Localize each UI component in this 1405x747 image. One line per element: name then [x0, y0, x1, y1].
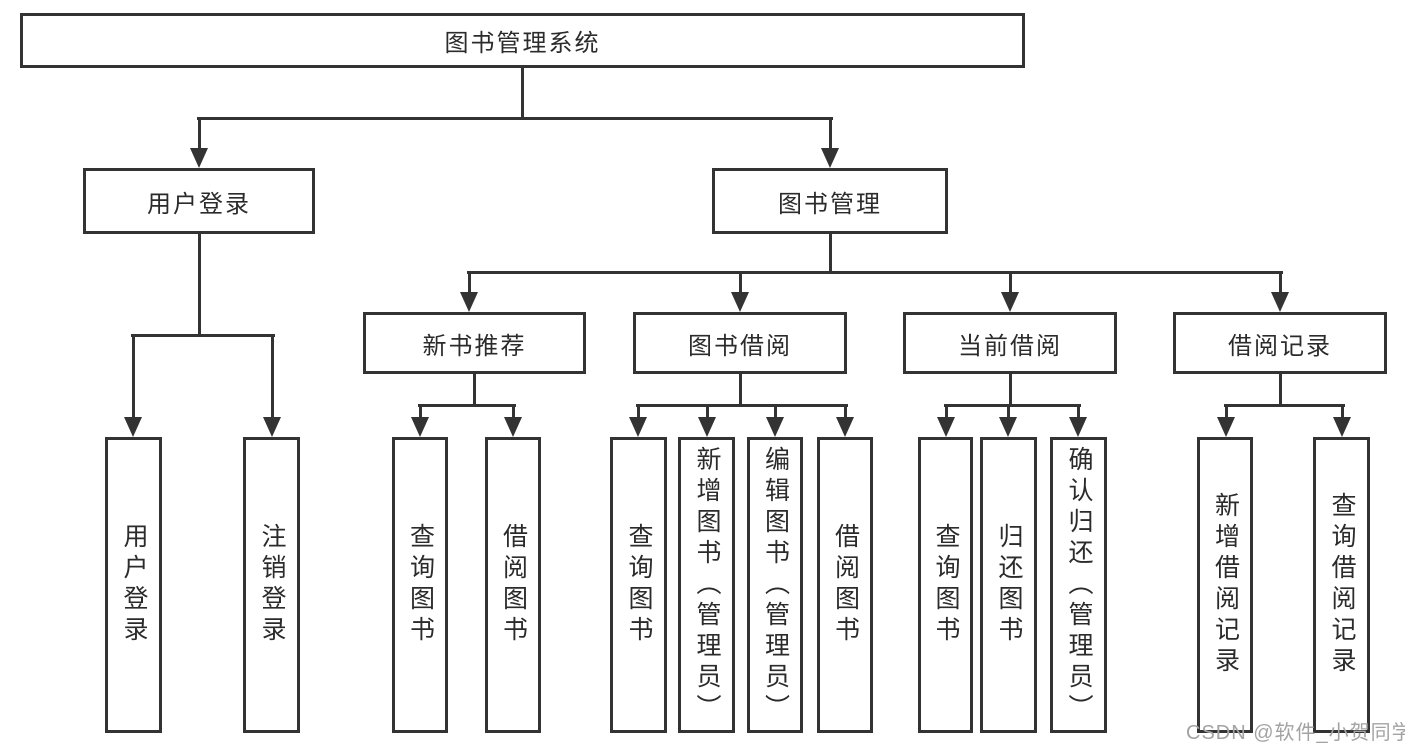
- arrow-shaft: [705, 405, 709, 419]
- arrow-shaft: [270, 335, 274, 419]
- node-borrow-records: 借阅记录: [1173, 312, 1387, 374]
- connector-vline: [738, 374, 742, 407]
- arrow-shaft: [1224, 405, 1228, 419]
- arrowhead-down-icon: [629, 417, 647, 437]
- leaf-borrow-book-label: 借阅图书: [831, 523, 860, 647]
- connector-hline: [1223, 403, 1345, 407]
- arrow-shaft: [418, 405, 422, 419]
- arrow-shaft: [1278, 272, 1282, 294]
- arrowhead-down-icon: [937, 417, 955, 437]
- leaf-add-book-admin: 新增图书（管理员）: [678, 437, 735, 733]
- arrow-shaft: [1008, 272, 1012, 294]
- connector-hline: [466, 270, 1283, 274]
- leaf-confirm-return-admin: 确认归还（管理员）: [1050, 437, 1107, 733]
- leaf-edit-book-admin-label: 编辑图书（管理员）: [761, 445, 790, 725]
- arrow-shaft: [467, 272, 471, 294]
- arrow-shaft: [1076, 405, 1080, 419]
- leaf-query-book-current: 查询图书: [918, 437, 973, 733]
- node-library-system-label: 图书管理系统: [444, 30, 601, 57]
- node-new-book-recommend-label: 新书推荐: [422, 332, 527, 360]
- connector-hline: [417, 403, 516, 407]
- arrow-shaft: [738, 272, 742, 294]
- arrowhead-down-icon: [731, 292, 749, 312]
- arrow-shaft: [1340, 405, 1344, 419]
- leaf-query-book-borrow-label: 查询图书: [625, 523, 653, 647]
- node-book-management: 图书管理: [712, 168, 948, 234]
- connector-vline: [1008, 374, 1012, 407]
- leaf-user-login-label: 用户登录: [120, 523, 148, 647]
- connector-hline: [635, 403, 848, 407]
- arrowhead-down-icon: [1069, 417, 1087, 437]
- connector-hline: [130, 333, 275, 337]
- arrowhead-down-icon: [1001, 292, 1019, 312]
- node-new-book-recommend: 新书推荐: [363, 312, 586, 374]
- arrowhead-down-icon: [999, 417, 1017, 437]
- arrow-shaft: [197, 118, 201, 150]
- node-current-borrow: 当前借阅: [903, 312, 1117, 374]
- node-borrow-records-label: 借阅记录: [1228, 332, 1332, 360]
- connector-hline: [196, 116, 833, 120]
- leaf-borrow-book: 借阅图书: [817, 437, 873, 733]
- arrowhead-down-icon: [190, 148, 208, 168]
- arrow-shaft: [636, 405, 640, 419]
- connector-vline: [1278, 374, 1282, 407]
- arrowhead-down-icon: [836, 417, 854, 437]
- leaf-query-book-recommend-label: 查询图书: [406, 523, 435, 647]
- leaf-edit-book-admin: 编辑图书（管理员）: [747, 437, 803, 733]
- leaf-return-book-label: 归还图书: [995, 523, 1023, 647]
- leaf-query-borrow-record: 查询借阅记录: [1313, 437, 1370, 733]
- leaf-query-book-recommend: 查询图书: [392, 437, 448, 733]
- arrow-shaft: [131, 335, 135, 419]
- leaf-confirm-return-admin-label: 确认归还（管理员）: [1065, 445, 1093, 725]
- connector-vline: [472, 374, 476, 407]
- arrowhead-down-icon: [821, 148, 839, 168]
- node-book-management-label: 图书管理: [778, 190, 882, 218]
- arrow-shaft: [1006, 405, 1010, 419]
- leaf-query-book-borrow: 查询图书: [610, 437, 667, 733]
- connector-vline: [520, 68, 524, 118]
- node-user-login: 用户登录: [83, 168, 315, 234]
- node-user-login-label: 用户登录: [147, 190, 251, 218]
- arrow-shaft: [843, 405, 847, 419]
- arrowhead-down-icon: [460, 292, 478, 312]
- node-book-borrow: 图书借阅: [633, 312, 847, 374]
- arrowhead-down-icon: [766, 417, 784, 437]
- leaf-return-book: 归还图书: [980, 437, 1037, 733]
- leaf-logout-label: 注销登录: [258, 523, 286, 647]
- node-library-system: 图书管理系统: [20, 13, 1025, 68]
- arrow-shaft: [944, 405, 948, 419]
- arrowhead-down-icon: [124, 417, 142, 437]
- leaf-query-borrow-record-label: 查询借阅记录: [1328, 492, 1356, 678]
- arrow-shaft: [828, 118, 832, 150]
- leaf-logout: 注销登录: [243, 437, 300, 733]
- arrowhead-down-icon: [504, 417, 522, 437]
- arrowhead-down-icon: [411, 417, 429, 437]
- leaf-add-borrow-record-label: 新增借阅记录: [1211, 492, 1240, 678]
- leaf-add-book-admin-label: 新增图书（管理员）: [693, 445, 721, 725]
- leaf-borrow-book-recommend: 借阅图书: [485, 437, 541, 733]
- arrowhead-down-icon: [1271, 292, 1289, 312]
- node-book-borrow-label: 图书借阅: [688, 332, 792, 360]
- connector-hline: [943, 403, 1081, 407]
- node-current-borrow-label: 当前借阅: [958, 332, 1062, 360]
- arrowhead-down-icon: [1333, 417, 1351, 437]
- leaf-user-login: 用户登录: [105, 437, 162, 733]
- arrow-shaft: [511, 405, 515, 419]
- connector-vline: [197, 234, 201, 337]
- leaf-borrow-book-recommend-label: 借阅图书: [499, 523, 528, 647]
- arrowhead-down-icon: [263, 417, 281, 437]
- connector-vline: [828, 234, 832, 274]
- arrow-shaft: [773, 405, 777, 419]
- arrowhead-down-icon: [1217, 417, 1235, 437]
- leaf-query-book-current-label: 查询图书: [932, 523, 960, 647]
- leaf-add-borrow-record: 新增借阅记录: [1197, 437, 1253, 733]
- arrowhead-down-icon: [698, 417, 716, 437]
- watermark: CSDN @软件_小贺同学: [1186, 722, 1405, 744]
